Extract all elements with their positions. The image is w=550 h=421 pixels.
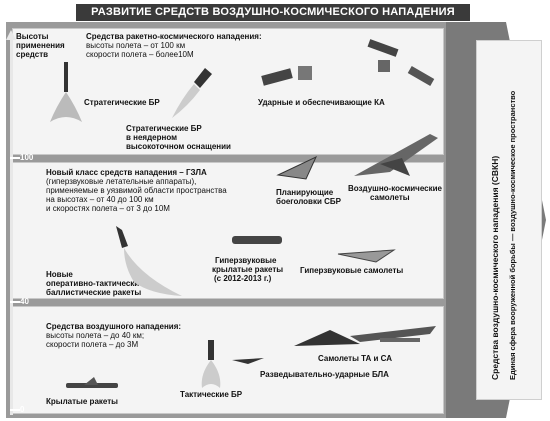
band1-line1: высоты полета – от 100 км bbox=[86, 41, 186, 50]
band1-heading: Средства ракетно-космического нападения: bbox=[86, 32, 262, 41]
tactical-missile-icon bbox=[201, 340, 221, 388]
label-strategic-br: Стратегические БР bbox=[84, 98, 160, 107]
band3-heading: Средства воздушного нападения: bbox=[46, 322, 182, 331]
band2-line3: на высотах – от 40 до 100 км bbox=[46, 195, 154, 204]
label-otbr-1: Новые bbox=[46, 270, 73, 279]
axis-label-2: применения bbox=[16, 41, 65, 50]
page-title: РАЗВИТИЕ СРЕДСТВ ВОЗДУШНО-КОСМИЧЕСКОГО Н… bbox=[76, 4, 470, 21]
label-aircraft: Самолеты ТА и СА bbox=[318, 354, 392, 363]
band2-heading: Новый класс средств нападения – ГЗЛА bbox=[46, 168, 207, 177]
uav-icon bbox=[232, 358, 264, 364]
label-hyp-planes: Гиперзвуковые самолеты bbox=[300, 266, 404, 275]
label-otbr-3: баллистические ракеты bbox=[46, 288, 142, 297]
label-strategic-br-nn-3: высокоточном оснащении bbox=[126, 142, 231, 151]
axis-label-3: средств bbox=[16, 50, 49, 59]
label-hcm-3: (с 2012-2013 г.) bbox=[214, 274, 272, 283]
label-otbr-2: оперативно-тактические bbox=[46, 279, 144, 288]
label-glide-1: Планирующие bbox=[276, 188, 334, 197]
hypersonic-plane-icon bbox=[337, 249, 396, 263]
tick-100 bbox=[10, 157, 20, 159]
band3-line1: высоты полета – до 40 км; bbox=[46, 331, 145, 340]
tick-label-40: 40 bbox=[20, 297, 29, 306]
axis-arrow-icon bbox=[6, 30, 16, 40]
band-air bbox=[12, 306, 444, 414]
tick-40 bbox=[10, 301, 20, 303]
otbr-missile-icon bbox=[116, 226, 182, 296]
strategic-missile-icon bbox=[50, 62, 82, 122]
combat-aircraft-icon bbox=[294, 326, 436, 346]
label-cruise: Крылатые ракеты bbox=[46, 397, 118, 406]
band2-line1: (гиперзвуковые летательные аппараты), bbox=[46, 177, 197, 186]
band1-line2: скорости полета – более10М bbox=[86, 50, 194, 59]
band-space bbox=[12, 28, 444, 155]
band-hypersonic bbox=[12, 162, 444, 299]
altitude-axis bbox=[10, 40, 13, 415]
band2-line2: применяемые в уязвимой области пространс… bbox=[46, 186, 227, 195]
cruise-missile-icon bbox=[66, 377, 118, 388]
band2-line4: и скоростях полета – от 3 до 10М bbox=[46, 204, 170, 213]
label-strike-ka: Ударные и обеспечивающие КА bbox=[258, 98, 385, 107]
aerospace-plane-icon bbox=[354, 134, 438, 176]
label-hcm-2: крылатые ракеты bbox=[212, 265, 284, 274]
tick-0 bbox=[10, 409, 20, 411]
band3-line2: скорости полета – до 3М bbox=[46, 340, 139, 349]
label-strategic-br-nn-1: Стратегические БР bbox=[126, 124, 202, 133]
label-uav: Разведывательно-ударные БЛА bbox=[260, 370, 389, 379]
glide-warhead-icon bbox=[276, 155, 318, 180]
label-tactical-br: Тактические БР bbox=[180, 390, 243, 399]
satellites-icon bbox=[261, 39, 435, 86]
side-subtitle: Единая сфера вооруженной борьбы — воздуш… bbox=[508, 90, 517, 380]
label-hcm-1: Гиперзвуковые bbox=[215, 256, 277, 265]
axis-label-1: Высоты bbox=[16, 32, 49, 41]
label-aerospace-2: самолеты bbox=[370, 193, 410, 202]
tick-label-0: 0 bbox=[20, 405, 25, 414]
side-title: Средства воздушно-космического нападения… bbox=[490, 155, 500, 380]
tick-label-100: 100 bbox=[20, 153, 34, 162]
nonnuclear-missile-icon bbox=[172, 68, 212, 118]
label-glide-2: боеголовки СБР bbox=[276, 197, 341, 206]
label-aerospace-1: Воздушно-космические bbox=[348, 184, 442, 193]
hypersonic-cruise-missile-icon bbox=[232, 236, 282, 244]
side-panel bbox=[476, 40, 542, 400]
label-strategic-br-nn-2: в неядерном bbox=[126, 133, 178, 142]
